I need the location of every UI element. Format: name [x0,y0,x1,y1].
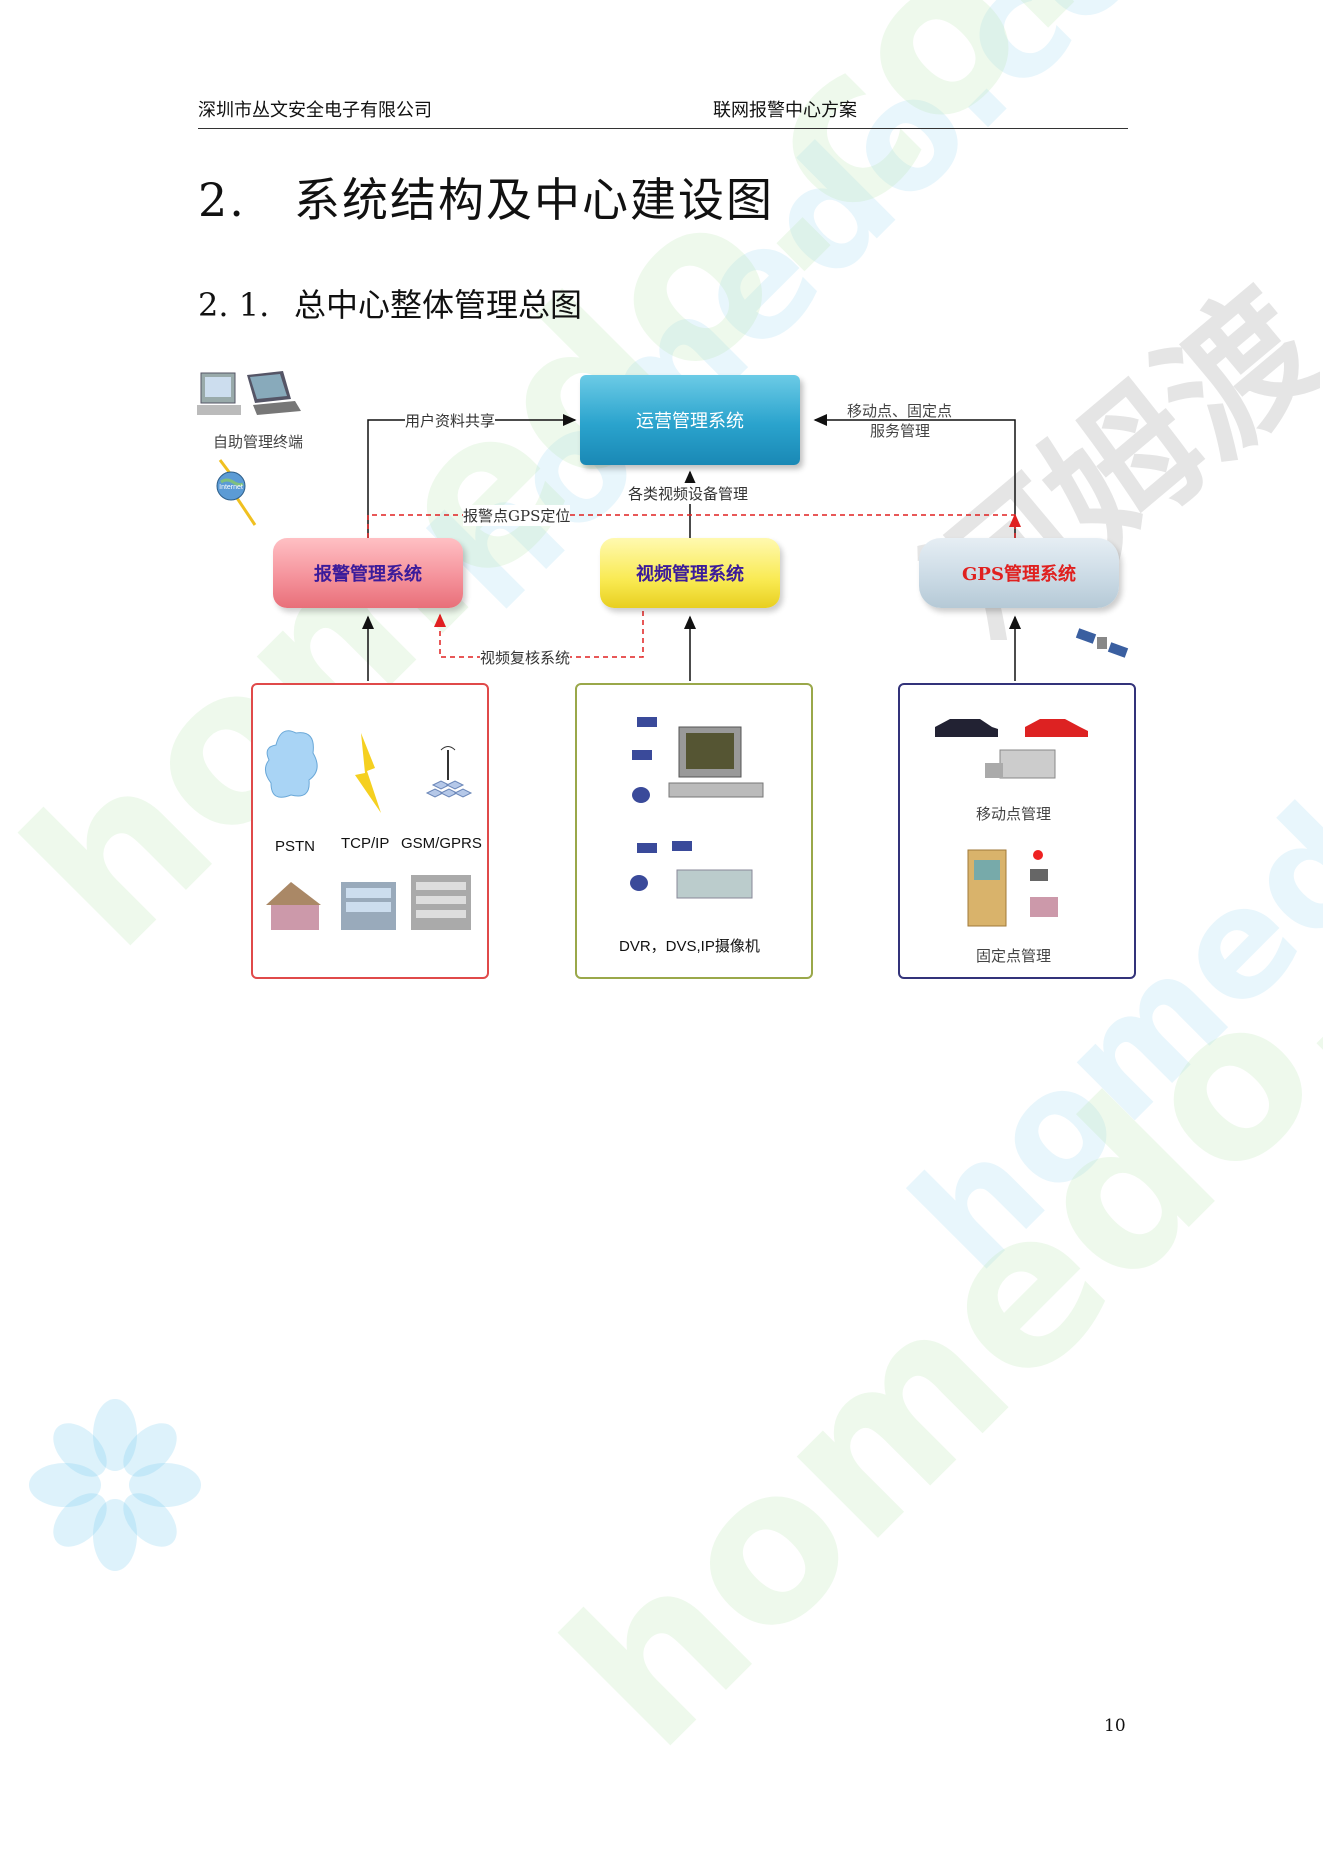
computer-terminal-icon [197,371,301,415]
satellite-icon [1075,628,1129,658]
svg-text:Internet: Internet [219,484,243,491]
page-header: 深圳市丛文安全电子有限公司 联网报警中心方案 [198,94,1128,129]
lightning-bolt-icon [355,733,381,813]
gps-access-group: 移动点管理 固定点管理 [898,683,1136,979]
line-alarm-gps [367,514,1015,538]
mobile-mgmt-label: 移动点管理 [976,805,1052,823]
gps-management-system: GPS管理系统 [919,538,1119,608]
section-heading: 2. 系统结构及中心建设图 [198,164,774,230]
header-doc-title: 联网报警中心方案 [713,100,857,121]
tcpip-label: TCP/IP [341,835,390,852]
section-title: 系统结构及中心建设图 [294,173,774,227]
ops-management-system: 运营管理系统 [580,375,800,465]
video-access-group: DVR，DVS,IP摄像机 [575,683,813,979]
video-management-system: 视频管理系统 [600,538,780,608]
alarm-access-group: PSTN TCP/IP GSM/GPRS [251,683,489,979]
mobile-fixed-label-1: 移动点、固定点 [847,402,953,420]
fixed-mgmt-label: 固定点管理 [976,947,1052,965]
vehicles-icon [935,719,1088,779]
video-review-label: 视频复核系统 [480,647,571,668]
video-devices-label: 各类视频设备管理 [628,483,749,504]
user-share-label: 用户资料共享 [405,410,496,431]
page-number: 10 [1104,1716,1126,1736]
section-number: 2. [198,173,246,227]
self-terminal-label: 自助管理终端 [213,433,304,451]
system-structure-diagram: 自助管理终端 Internet 用户资料共享 移动点、固定点 服务管理 各类视频… [195,365,1145,990]
internet-globe-icon: Internet [216,471,246,501]
watermark-flower-logo [29,1399,201,1571]
fixed-site-icon [967,849,1058,927]
camera-monitor-icon [632,717,764,803]
gsm-gprs-label: GSM/GPRS [401,835,482,852]
alarm-management-system: 报警管理系统 [273,538,463,608]
alarm-gps-label: 报警点GPS定位 [463,505,571,526]
mobile-fixed-label-2: 服务管理 [870,422,931,440]
dvr-label: DVR，DVS,IP摄像机 [619,938,760,955]
pstn-label: PSTN [275,838,316,855]
header-company: 深圳市丛文安全电子有限公司 [198,100,432,121]
line-mobile-fixed [813,414,1016,538]
cell-tower-icon [425,746,473,798]
buildings-icon [266,875,471,930]
subsection-number: 2. 1. [198,286,270,324]
dvr-device-icon [630,841,753,899]
subsection-heading: 2. 1. 总中心整体管理总图 [198,280,582,326]
subsection-title: 总中心整体管理总图 [294,286,583,324]
cloud-icon [265,730,318,798]
